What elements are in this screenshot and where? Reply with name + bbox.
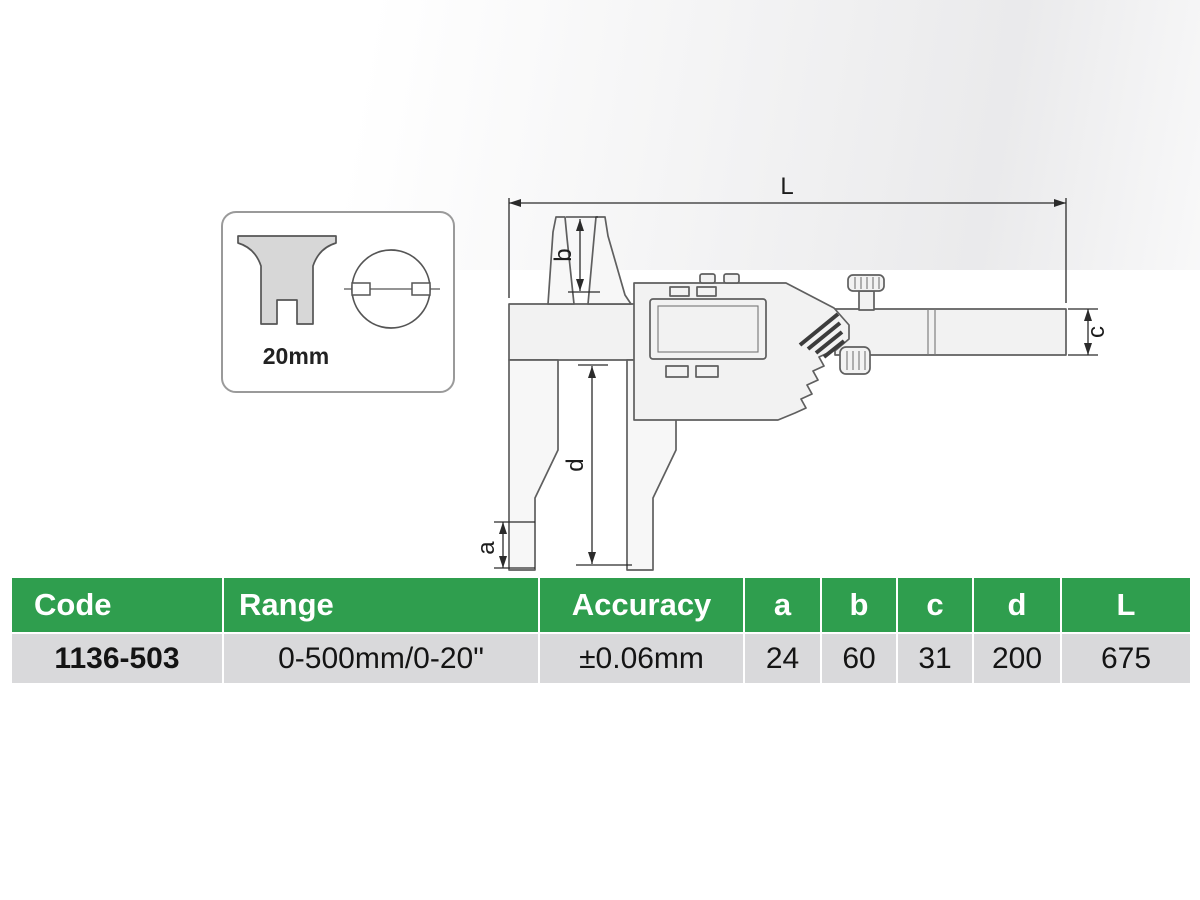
upper-jaw-sliding — [587, 216, 632, 305]
cell-c: 31 — [896, 632, 974, 685]
jaw-cross-section — [237, 235, 337, 325]
header-cell-range: Range — [222, 576, 540, 634]
dimension-d: d — [562, 364, 632, 566]
upper-jaw-fixed — [547, 216, 575, 305]
caliper-body — [508, 216, 1067, 571]
cell-code: 1136-503 — [10, 632, 224, 685]
cell-L: 675 — [1060, 632, 1192, 685]
dimensions: L b c — [473, 173, 1110, 569]
thumb-roller — [839, 346, 871, 375]
cell-a: 24 — [743, 632, 822, 685]
top-button — [699, 273, 716, 284]
lcd-display-inner — [657, 305, 759, 353]
header-cell-L: L — [1060, 576, 1192, 634]
header-cell-code: Code — [10, 576, 224, 634]
caliper-diagram: L b c — [221, 173, 1110, 571]
cell-range: 0-500mm/0-20" — [222, 632, 540, 685]
dimension-c: c — [1068, 308, 1110, 356]
function-button — [665, 365, 689, 378]
inset-size-label: 20mm — [263, 343, 329, 369]
lower-jaw-fixed — [508, 359, 559, 571]
function-button — [669, 286, 690, 297]
dim-label-a: a — [473, 541, 500, 555]
spec-table-header-row: Code Range Accuracy a b c d L — [10, 576, 1192, 634]
beam-left — [508, 303, 636, 361]
dim-label-b: b — [550, 248, 577, 261]
dimension-b: b — [550, 216, 600, 293]
header-cell-d: d — [972, 576, 1062, 634]
header-cell-c: c — [896, 576, 974, 634]
clamp-screw — [847, 274, 885, 311]
cell-d: 200 — [972, 632, 1062, 685]
bore-measure-illustration — [344, 249, 440, 329]
header-cell-a: a — [743, 576, 822, 634]
top-button — [723, 273, 740, 284]
spec-table-data-row: 1136-503 0-500mm/0-20" ±0.06mm 24 60 31 … — [10, 632, 1192, 685]
brand-logo-icon — [798, 312, 846, 359]
dimension-a: a — [473, 521, 535, 569]
function-button — [695, 365, 719, 378]
function-button — [696, 286, 717, 297]
beam-right — [834, 308, 1067, 356]
cell-b: 60 — [820, 632, 898, 685]
dim-label-d: d — [562, 458, 589, 471]
cell-accuracy: ±0.06mm — [538, 632, 745, 685]
jaw-detail-inset: 20mm — [221, 211, 455, 393]
header-cell-accuracy: Accuracy — [538, 576, 745, 634]
header-cell-b: b — [820, 576, 898, 634]
dim-label-c: c — [1083, 326, 1110, 338]
dim-label-L: L — [780, 173, 793, 200]
spec-table: Code Range Accuracy a b c d L 1136-503 0… — [10, 576, 1192, 685]
lcd-display — [649, 298, 767, 360]
dimension-L: L — [508, 173, 1067, 303]
